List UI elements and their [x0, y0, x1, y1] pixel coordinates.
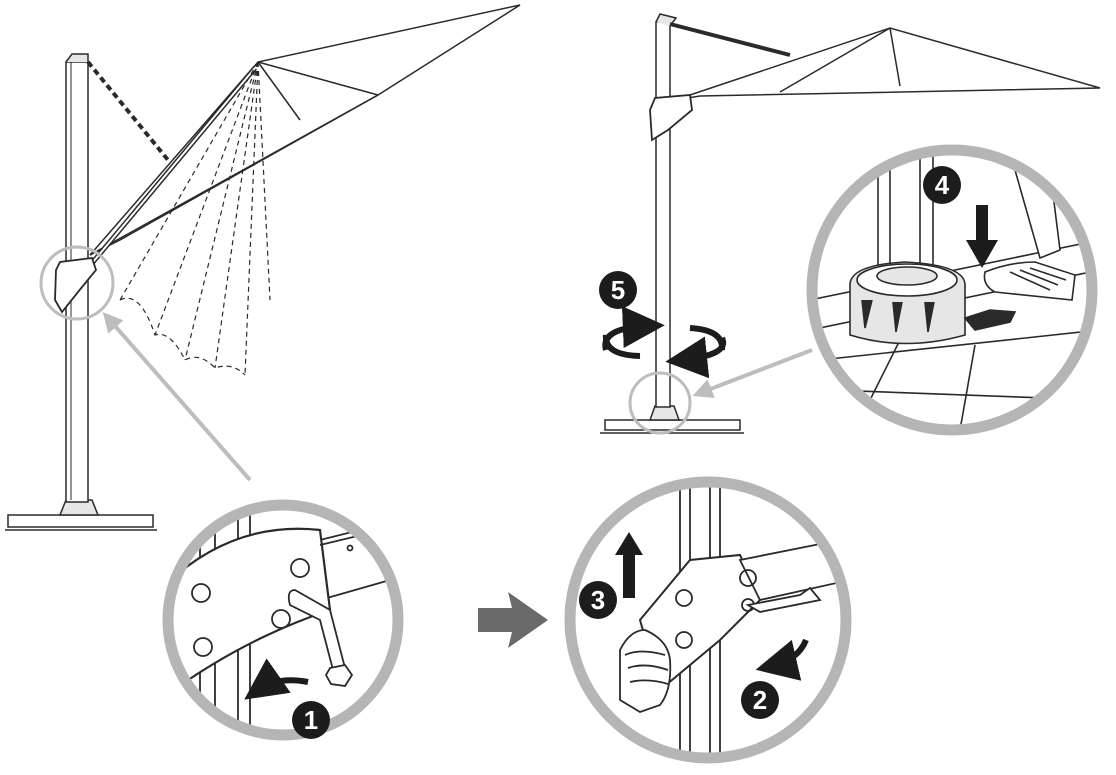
- svg-text:5: 5: [611, 275, 625, 305]
- step-badge-5: 5: [599, 271, 637, 309]
- callout-ring-1: [162, 499, 404, 741]
- step-badge-1: 1: [292, 701, 330, 739]
- svg-text:1: 1: [304, 705, 318, 735]
- left-zoom-ring: [39, 245, 115, 321]
- callout-step-2-3: [564, 476, 852, 764]
- right-umbrella-base: [604, 419, 741, 431]
- svg-text:3: 3: [591, 585, 605, 615]
- step-badge-4: 4: [923, 166, 961, 204]
- zoom-connector-1: [102, 311, 252, 482]
- curved-arrow-icon: [244, 658, 309, 700]
- down-arrow-icon: [966, 205, 998, 268]
- left-umbrella-base: [7, 514, 154, 528]
- up-arrow-icon: [615, 532, 643, 598]
- right-umbrella-pole: [655, 21, 671, 408]
- next-step-arrow-icon: [478, 592, 548, 648]
- right-umbrella-canopy: [674, 27, 1101, 101]
- curved-arrow-icon: [755, 638, 809, 681]
- left-umbrella-canopy: [89, 4, 521, 256]
- step-badge-3: 3: [579, 581, 617, 619]
- right-zoom-ring: [628, 371, 692, 435]
- step-badge-2: 2: [741, 681, 779, 719]
- left-umbrella: [5, 4, 521, 531]
- callout-ring-2: [564, 476, 852, 764]
- svg-text:4: 4: [935, 170, 950, 200]
- callout-ring-4: [806, 144, 1098, 436]
- svg-text:2: 2: [753, 685, 767, 715]
- zoom-connector-4: [692, 348, 813, 399]
- rotate-arrow-icon: [602, 306, 727, 379]
- callout-step-4: [806, 144, 1098, 436]
